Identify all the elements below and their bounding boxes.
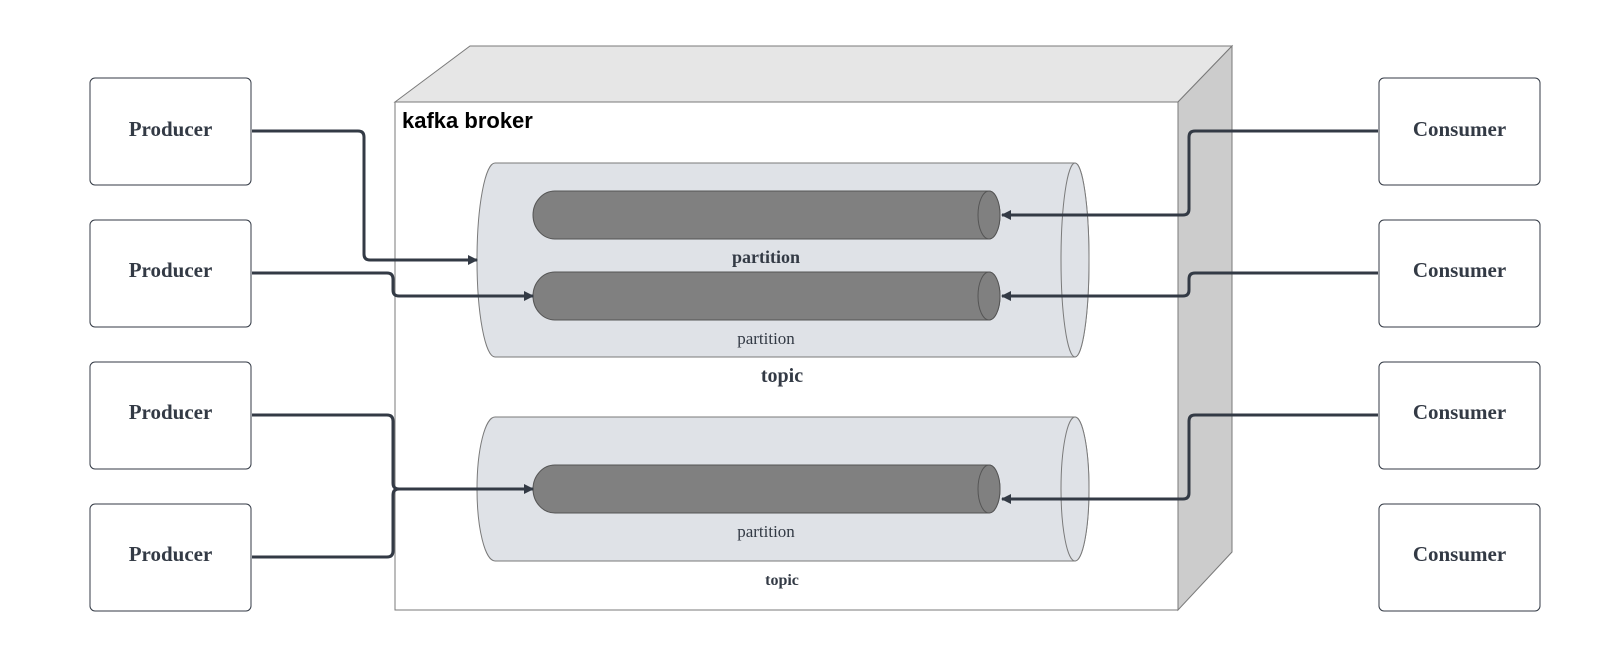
partition-body bbox=[532, 464, 1001, 514]
consumer-box bbox=[1378, 77, 1541, 186]
producer-4-to-partition-3-connector bbox=[252, 487, 450, 559]
consumer-4[interactable]: Consumer bbox=[1378, 503, 1541, 612]
producer-label: Producer bbox=[129, 400, 213, 424]
partition-body bbox=[532, 190, 1001, 240]
producer-1[interactable]: Producer bbox=[89, 77, 252, 186]
consumer-1-to-partition-1-connector bbox=[1001, 129, 1378, 220]
producer-2-to-partition-2-connector bbox=[252, 271, 534, 301]
partition-label: partition bbox=[732, 247, 800, 267]
producer-label: Producer bbox=[129, 117, 213, 141]
producer-4[interactable]: Producer bbox=[89, 503, 252, 612]
producer-box bbox=[89, 77, 252, 186]
consumer-label: Consumer bbox=[1413, 542, 1506, 566]
consumer-label: Consumer bbox=[1413, 400, 1506, 424]
producer-3[interactable]: Producer bbox=[89, 361, 252, 470]
topic-1-partition-1[interactable]: partition bbox=[532, 190, 1001, 267]
topic-2-end bbox=[1060, 416, 1090, 562]
producer-box bbox=[89, 219, 252, 328]
producer-box bbox=[89, 503, 252, 612]
topic-2-label: topic bbox=[765, 572, 799, 589]
consumer-box bbox=[1378, 361, 1541, 470]
producer-label: Producer bbox=[129, 542, 213, 566]
partition-label: partition bbox=[737, 329, 795, 348]
consumer-3[interactable]: Consumer bbox=[1378, 361, 1541, 470]
consumer-1[interactable]: Consumer bbox=[1378, 77, 1541, 186]
consumer-2[interactable]: Consumer bbox=[1378, 219, 1541, 328]
consumer-label: Consumer bbox=[1413, 258, 1506, 282]
topic-1-end bbox=[1060, 162, 1090, 358]
broker-title: kafka broker bbox=[402, 108, 533, 133]
consumer-box bbox=[1378, 503, 1541, 612]
producer-label: Producer bbox=[129, 258, 213, 282]
topic-2-partition-1[interactable]: partition bbox=[532, 464, 1001, 541]
consumer-3-to-partition-3-connector bbox=[1001, 413, 1378, 504]
consumer-box bbox=[1378, 219, 1541, 328]
consumer-2-to-partition-2-connector bbox=[1001, 271, 1378, 301]
topic-1-label: topic bbox=[761, 365, 803, 387]
producer-box bbox=[89, 361, 252, 470]
partition-label: partition bbox=[737, 522, 795, 541]
partition-end bbox=[977, 190, 1001, 240]
producer-2[interactable]: Producer bbox=[89, 219, 252, 328]
broker-top-face bbox=[393, 45, 1234, 103]
partition-end bbox=[977, 271, 1001, 321]
consumer-label: Consumer bbox=[1413, 117, 1506, 141]
partition-body bbox=[532, 271, 1001, 321]
topic-1-partition-2[interactable]: partition bbox=[532, 271, 1001, 348]
partition-end bbox=[977, 464, 1001, 514]
producer-1-to-topic-1-connector bbox=[252, 129, 478, 265]
